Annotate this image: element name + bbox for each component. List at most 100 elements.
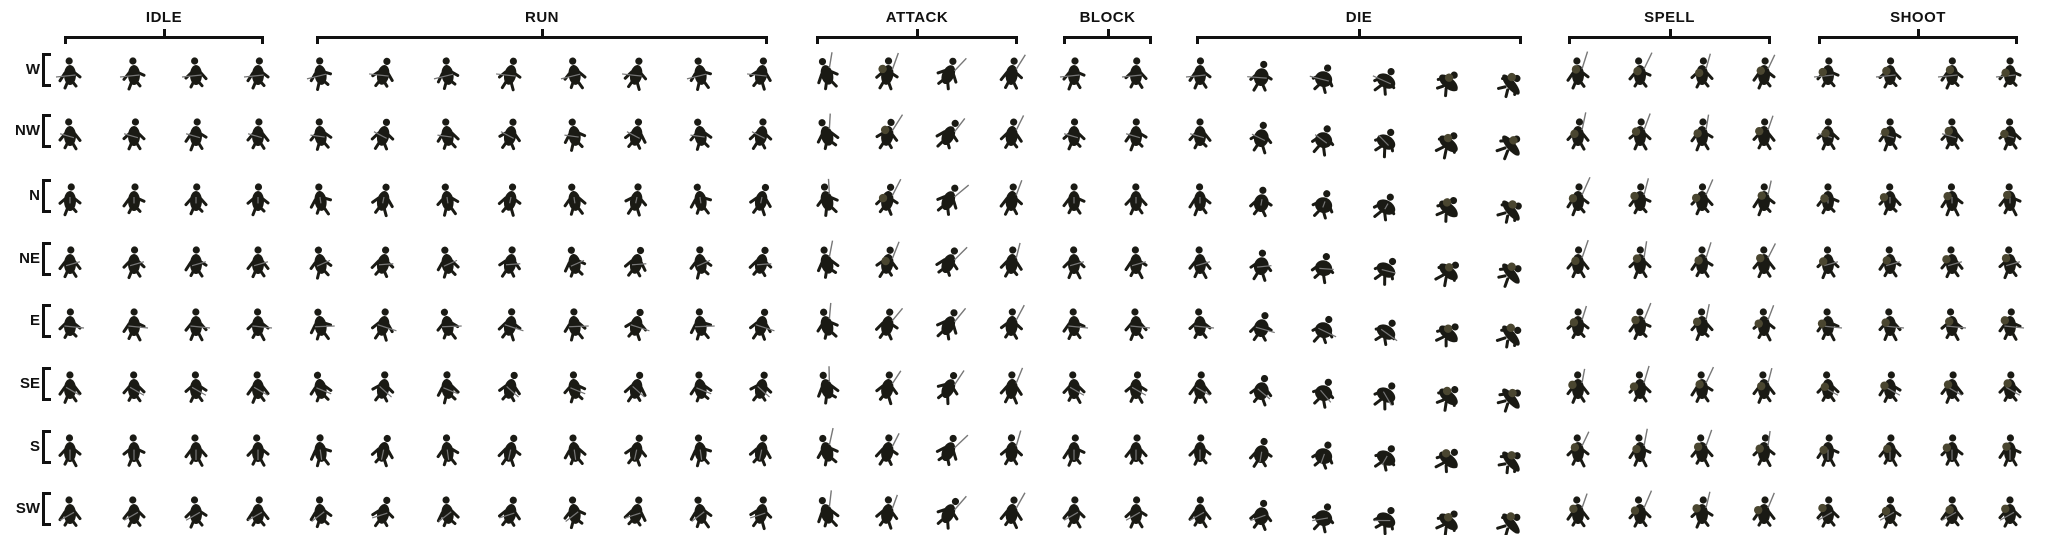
warrior-silhouette-icon (1995, 369, 2025, 402)
warrior-silhouette-icon (1875, 244, 1905, 278)
warrior-silhouette-icon (811, 490, 841, 528)
warrior-silhouette-icon (496, 494, 526, 527)
warrior-silhouette-icon (432, 494, 462, 528)
warrior-silhouette-icon (305, 494, 335, 529)
warrior-silhouette-icon (369, 116, 399, 151)
warrior-silhouette-icon (811, 302, 841, 340)
warrior-silhouette-icon (305, 244, 335, 280)
warrior-silhouette-icon (1813, 432, 1843, 467)
warrior-silhouette-icon (1749, 367, 1779, 404)
warrior-silhouette-icon (1749, 180, 1779, 217)
warrior-silhouette-icon (1995, 55, 2025, 88)
warrior-silhouette-icon (1495, 116, 1529, 161)
warrior-silhouette-icon (432, 55, 462, 91)
warrior-silhouette-icon (1749, 115, 1779, 151)
warrior-silhouette-icon (1687, 242, 1717, 278)
direction-label-ne: NE (19, 250, 40, 267)
warrior-silhouette-icon (873, 369, 903, 406)
warrior-silhouette-icon (1310, 432, 1340, 470)
warrior-silhouette-icon (997, 242, 1027, 278)
group-header-run: RUN (316, 0, 768, 46)
warrior-silhouette-icon (496, 432, 526, 467)
warrior-silhouette-icon (1563, 112, 1593, 151)
warrior-silhouette-icon (55, 494, 85, 527)
warrior-silhouette-icon (997, 179, 1027, 216)
warrior-silhouette-icon (1434, 432, 1466, 474)
warrior-silhouette-icon (369, 181, 399, 218)
warrior-silhouette-icon (55, 369, 85, 404)
warrior-silhouette-icon (1563, 431, 1593, 468)
warrior-silhouette-icon (369, 369, 399, 403)
warrior-silhouette-icon (1373, 116, 1403, 159)
warrior-silhouette-icon (119, 494, 149, 528)
warrior-silhouette-icon (1185, 494, 1215, 529)
warrior-silhouette-icon (1059, 116, 1089, 151)
warrior-silhouette-icon (559, 494, 589, 530)
group-bracket-tick (541, 29, 544, 38)
warrior-silhouette-icon (368, 55, 399, 88)
warrior-silhouette-icon (685, 306, 715, 341)
direction-bracket (42, 242, 51, 276)
warrior-silhouette-icon (1121, 432, 1151, 465)
warrior-silhouette-icon (1813, 181, 1843, 215)
warrior-silhouette-icon (181, 369, 211, 403)
warrior-silhouette-icon (1121, 306, 1151, 341)
warrior-silhouette-icon (1185, 432, 1215, 466)
warrior-silhouette-icon (1310, 116, 1340, 157)
group-bracket-tick (1917, 29, 1920, 38)
warrior-silhouette-icon (685, 244, 715, 280)
warrior-silhouette-icon (1813, 306, 1843, 342)
warrior-silhouette-icon (119, 55, 149, 91)
warrior-silhouette-icon (1497, 55, 1529, 99)
warrior-silhouette-icon (1749, 430, 1779, 467)
warrior-silhouette-icon (747, 494, 777, 531)
warrior-silhouette-icon (305, 306, 335, 341)
warrior-silhouette-icon (181, 116, 211, 152)
warrior-silhouette-icon (1875, 306, 1905, 342)
warrior-silhouette-icon (181, 244, 211, 278)
warrior-silhouette-icon (559, 432, 589, 466)
group-title: SHOOT (1890, 9, 1946, 26)
warrior-silhouette-icon (1496, 494, 1529, 535)
warrior-silhouette-icon (747, 369, 777, 402)
warrior-silhouette-icon (432, 181, 462, 217)
warrior-silhouette-icon (181, 494, 211, 529)
warrior-silhouette-icon (181, 55, 211, 89)
warrior-silhouette-icon (997, 492, 1027, 530)
direction-bracket (42, 492, 51, 526)
direction-label-w: W (25, 61, 40, 78)
warrior-silhouette-icon (746, 55, 777, 91)
group-header-idle: IDLE (64, 0, 264, 46)
warrior-silhouette-icon (432, 369, 462, 405)
warrior-silhouette-icon (1937, 432, 1967, 467)
warrior-silhouette-icon (1937, 306, 1967, 341)
warrior-silhouette-icon (305, 55, 335, 92)
warrior-silhouette-icon (55, 306, 85, 339)
group-bracket-tick (916, 29, 919, 38)
warrior-silhouette-icon (1059, 55, 1089, 91)
warrior-silhouette-icon (369, 306, 399, 342)
warrior-silhouette-icon (997, 304, 1027, 340)
warrior-silhouette-icon (496, 116, 526, 151)
warrior-silhouette-icon (621, 55, 652, 91)
warrior-silhouette-icon (1121, 244, 1151, 280)
warrior-silhouette-icon (181, 432, 211, 467)
warrior-silhouette-icon (1185, 181, 1215, 217)
warrior-silhouette-icon (1436, 55, 1466, 98)
warrior-silhouette-icon (1625, 178, 1655, 215)
warrior-silhouette-icon (1185, 306, 1215, 339)
direction-label-e: E (29, 312, 40, 329)
warrior-silhouette-icon (1435, 306, 1466, 348)
warrior-silhouette-icon (1875, 181, 1905, 216)
warrior-silhouette-icon (243, 116, 273, 150)
group-header-spell: SPELL (1568, 0, 1771, 46)
warrior-silhouette-icon (243, 244, 273, 279)
warrior-silhouette-icon (369, 244, 399, 278)
warrior-silhouette-icon (1373, 369, 1403, 411)
direction-bracket (42, 367, 51, 401)
direction-bracket (42, 53, 51, 87)
warrior-silhouette-icon (935, 116, 966, 150)
warrior-silhouette-icon (873, 432, 903, 466)
warrior-silhouette-icon (747, 306, 777, 341)
warrior-silhouette-icon (1563, 368, 1593, 404)
